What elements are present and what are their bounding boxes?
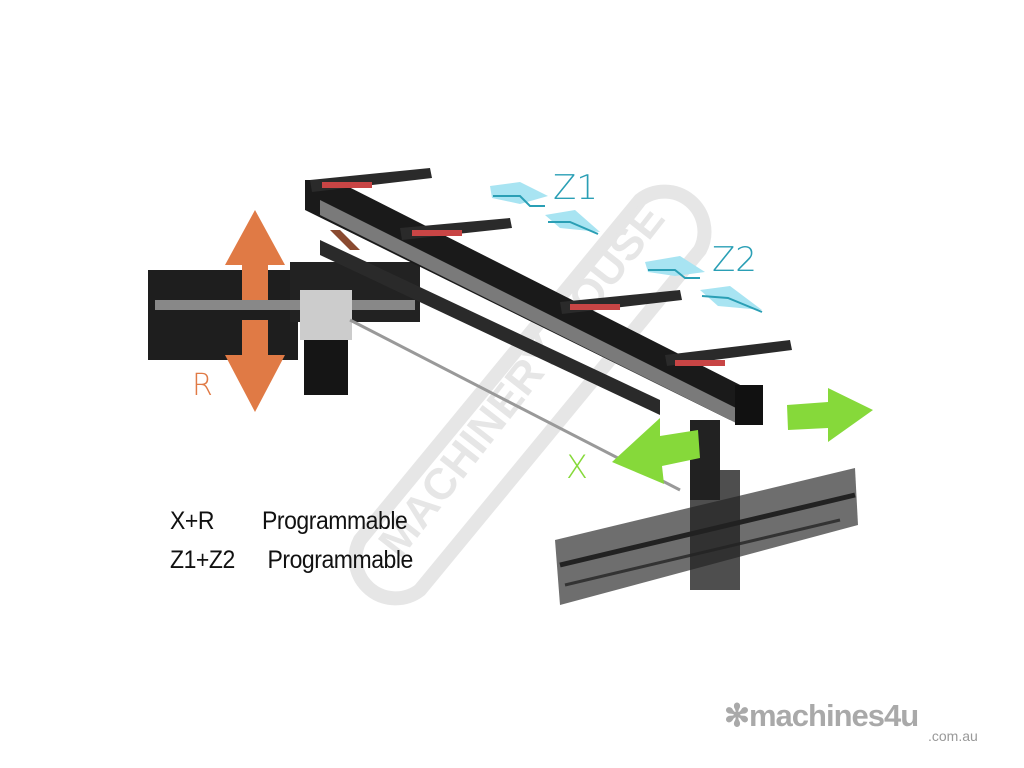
main-beam	[305, 180, 763, 500]
r-axis-label: R	[192, 368, 213, 403]
r-axis-carriage	[148, 262, 420, 395]
z-axis-arrows	[490, 182, 763, 313]
z1-axis-label: Z1	[553, 168, 598, 208]
x-axis-label: X	[566, 448, 588, 486]
spec-line-z1z2: Z1+Z2 Programmable	[170, 546, 413, 575]
spec-axes: X+R	[170, 507, 215, 535]
machines4u-logo: ✻machines4u	[724, 698, 919, 734]
logo-name: machines4u	[748, 698, 919, 733]
x-axis-arrow-left	[612, 418, 700, 484]
spec-mode: Programmable	[262, 507, 408, 535]
logo-domain: .com.au	[928, 728, 978, 744]
r-axis-arrow	[225, 210, 285, 300]
z2-axis-label: Z2	[712, 240, 757, 280]
snowflake-icon: ✻	[724, 698, 750, 733]
spec-line-xr: X+R Programmable	[170, 507, 408, 536]
gauge-fingers	[310, 168, 792, 366]
x-axis-plate	[555, 468, 858, 605]
spec-mode: Programmable	[267, 546, 414, 574]
r-axis-arrow-down	[225, 320, 285, 412]
spec-axes: Z1+Z2	[170, 546, 235, 574]
x-axis-arrow-right	[787, 388, 873, 442]
